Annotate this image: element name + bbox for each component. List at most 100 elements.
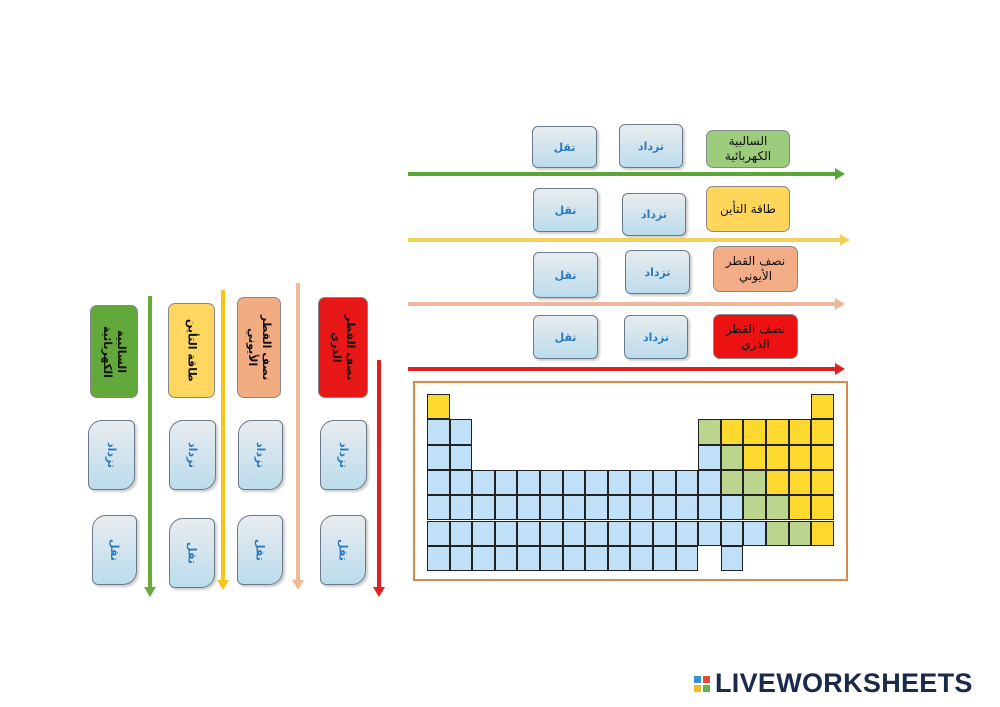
- element-cell: [607, 469, 631, 496]
- element-cell: [653, 469, 676, 496]
- element-cell: [494, 545, 518, 572]
- decrease-chip[interactable]: تقل: [169, 518, 215, 588]
- element-cell: [585, 520, 608, 546]
- arrow-right-icon: [408, 234, 850, 246]
- element-cell: [743, 444, 766, 470]
- increase-chip[interactable]: تزداد: [320, 420, 367, 490]
- element-cell: [540, 520, 563, 546]
- element-cell: [630, 520, 653, 546]
- decrease-chip[interactable]: تقل: [532, 126, 597, 168]
- element-cell: [653, 520, 676, 546]
- element-cell: [449, 419, 473, 445]
- increase-chip[interactable]: تزداد: [624, 315, 688, 359]
- element-cell: [675, 495, 699, 521]
- element-cell: [517, 469, 540, 496]
- decrease-chip[interactable]: تقل: [533, 252, 598, 298]
- element-cell: [540, 545, 563, 572]
- arrow-right-icon: [408, 298, 845, 310]
- element-cell: [449, 469, 473, 496]
- arrow-right-icon: [408, 363, 845, 375]
- element-cell: [472, 545, 495, 572]
- element-cell: [449, 444, 473, 470]
- element-cell: [720, 419, 744, 445]
- element-cell: [427, 469, 450, 496]
- arrow-right-icon: [408, 168, 845, 180]
- element-cell: [698, 469, 721, 496]
- element-cell: [427, 495, 450, 521]
- element-cell: [449, 495, 473, 521]
- element-cell: [720, 520, 744, 546]
- element-cell: [811, 520, 834, 546]
- element-cell: [517, 545, 540, 572]
- logo-icon: [693, 675, 711, 693]
- element-cell: [449, 520, 473, 546]
- trend-label: السالبية الكهربائية: [90, 305, 138, 398]
- trend-label: نصف القطر الذري: [713, 314, 798, 359]
- increase-chip[interactable]: تزداد: [88, 420, 135, 490]
- increase-chip[interactable]: تزداد: [169, 420, 216, 490]
- decrease-chip[interactable]: تقل: [533, 315, 598, 359]
- element-cell: [427, 545, 450, 572]
- trend-label: نصف القطر الأيوني: [237, 297, 281, 398]
- increase-chip[interactable]: تزداد: [625, 250, 690, 294]
- increase-chip[interactable]: تزداد: [622, 193, 686, 236]
- element-cell: [788, 520, 812, 546]
- decrease-chip[interactable]: تقل: [320, 515, 366, 585]
- element-cell: [766, 520, 789, 546]
- periodic-table: [413, 381, 848, 581]
- element-cell: [562, 469, 586, 496]
- element-cell: [540, 495, 563, 521]
- element-cell: [788, 419, 812, 445]
- element-cell: [562, 520, 586, 546]
- element-cell: [743, 495, 766, 521]
- increase-chip[interactable]: تزداد: [619, 124, 683, 168]
- element-cell: [585, 469, 608, 496]
- element-cell: [766, 469, 789, 496]
- element-cell: [766, 444, 789, 470]
- arrow-down-icon: [373, 360, 385, 597]
- element-cell: [698, 495, 721, 521]
- element-cell: [720, 545, 744, 572]
- element-cell: [743, 469, 766, 496]
- element-cell: [766, 495, 789, 521]
- element-cell: [675, 469, 699, 496]
- element-cell: [427, 419, 450, 445]
- decrease-chip[interactable]: تقل: [533, 188, 598, 232]
- element-cell: [607, 495, 631, 521]
- element-cell: [494, 469, 518, 496]
- element-cell: [811, 469, 834, 496]
- decrease-chip[interactable]: تقل: [237, 515, 283, 585]
- trend-label: طاقة التأين: [168, 303, 215, 398]
- element-cell: [698, 444, 721, 470]
- arrow-down-icon: [292, 283, 304, 590]
- logo-text: LIVEWORKSHEETS: [715, 668, 973, 698]
- element-cell: [472, 495, 495, 521]
- element-cell: [517, 495, 540, 521]
- element-cell: [607, 520, 631, 546]
- element-cell: [472, 520, 495, 546]
- trend-label: طاقة التأين: [706, 186, 790, 232]
- element-cell: [585, 545, 608, 572]
- trend-label: نصف القطر الذري: [318, 297, 368, 398]
- increase-chip[interactable]: تزداد: [238, 420, 283, 490]
- element-cell: [427, 394, 450, 420]
- element-cell: [766, 419, 789, 445]
- element-cell: [427, 520, 450, 546]
- element-cell: [811, 419, 834, 445]
- element-cell: [630, 545, 653, 572]
- element-cell: [743, 419, 766, 445]
- element-cell: [630, 495, 653, 521]
- decrease-chip[interactable]: تقل: [92, 515, 137, 585]
- element-cell: [698, 419, 721, 445]
- element-cell: [494, 520, 518, 546]
- element-cell: [585, 495, 608, 521]
- element-cell: [630, 469, 653, 496]
- element-cell: [562, 545, 586, 572]
- element-cell: [720, 495, 744, 521]
- arrow-down-icon: [144, 296, 156, 597]
- element-cell: [427, 444, 450, 470]
- element-cell: [675, 545, 699, 572]
- liveworksheets-logo: LIVEWORKSHEETS: [693, 668, 973, 699]
- element-cell: [698, 520, 721, 546]
- element-cell: [653, 495, 676, 521]
